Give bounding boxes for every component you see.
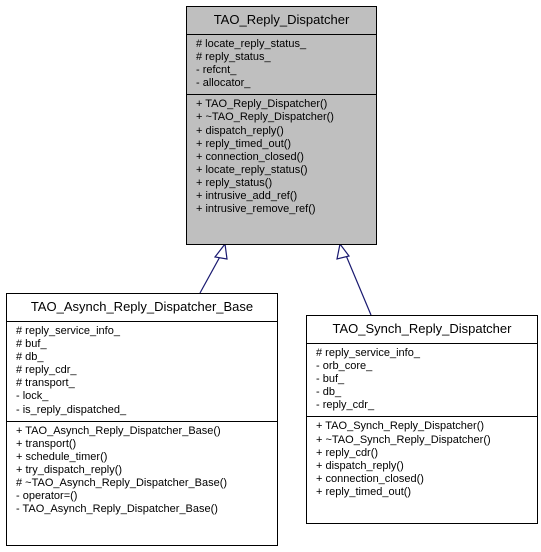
operation: - operator=() [16,490,78,503]
operation: # ~TAO_Asynch_Reply_Dispatcher_Base() [16,477,228,490]
attributes-section: # reply_service_info_ - orb_core_ - buf_… [307,344,537,418]
arrowhead-sync [336,242,351,260]
operation: + reply_status() [196,176,273,189]
operation: + TAO_Reply_Dispatcher() [196,98,328,111]
attribute: # transport_ [16,377,75,390]
attribute: # reply_service_info_ [16,325,120,337]
operation: + ~TAO_Reply_Dispatcher() [196,111,334,124]
attribute: # locate_reply_status_ [196,38,307,50]
attribute: - orb_core_ [316,360,373,373]
operation: + TAO_Synch_Reply_Dispatcher() [316,420,485,433]
operation: + connection_closed() [316,472,424,485]
arrowhead-async [213,242,228,260]
operation: + TAO_Asynch_Reply_Dispatcher_Base() [16,424,221,437]
operation: + transport() [16,437,77,450]
class-tao-reply-dispatcher[interactable]: TAO_Reply_Dispatcher # locate_reply_stat… [186,6,377,245]
operation: - TAO_Asynch_Reply_Dispatcher_Base() [16,503,218,516]
operations-section: + TAO_Asynch_Reply_Dispatcher_Base() + t… [7,422,277,521]
operation: + reply_timed_out() [196,137,292,150]
operation: + dispatch_reply() [196,124,284,137]
class-name: TAO_Asynch_Reply_Dispatcher_Base [7,294,277,322]
attribute: - reply_cdr_ [316,399,375,412]
attribute: - db_ [316,386,342,399]
class-name: TAO_Synch_Reply_Dispatcher [307,316,537,344]
attribute: - refcnt_ [196,64,237,77]
operation: + intrusive_remove_ref() [196,203,316,216]
operations-section: + TAO_Reply_Dispatcher() + ~TAO_Reply_Di… [187,95,376,220]
operation: + reply_timed_out() [316,485,412,498]
operation: + connection_closed() [196,150,304,163]
attribute: - lock_ [16,390,49,403]
attribute: - buf_ [316,373,345,386]
attributes-section: # locate_reply_status_ # reply_status_ -… [187,35,376,96]
class-tao-asynch-reply-dispatcher-base[interactable]: TAO_Asynch_Reply_Dispatcher_Base # reply… [6,293,278,546]
attribute: - is_reply_dispatched_ [16,403,127,416]
operation: + try_dispatch_reply() [16,463,123,476]
attribute: # reply_service_info_ [316,347,420,359]
class-name: TAO_Reply_Dispatcher [187,7,376,35]
edge-sync-to-base [344,252,372,316]
operation: + intrusive_add_ref() [196,190,298,203]
operations-section: + TAO_Synch_Reply_Dispatcher() + ~TAO_Sy… [307,417,537,503]
edge-async-to-base [199,252,223,294]
attributes-section: # reply_service_info_ # buf_ # db_ # rep… [7,322,277,422]
operation: + schedule_timer() [16,450,108,463]
attribute: # db_ [16,351,44,364]
attribute: - allocator_ [196,77,251,90]
attribute: # reply_cdr_ [16,364,77,377]
operation: + dispatch_reply() [316,459,404,472]
class-tao-synch-reply-dispatcher[interactable]: TAO_Synch_Reply_Dispatcher # reply_servi… [306,315,538,524]
attribute: # buf_ [16,338,47,351]
operation: + locate_reply_status() [196,163,308,176]
operation: + ~TAO_Synch_Reply_Dispatcher() [316,433,491,446]
attribute: # reply_status_ [196,51,271,64]
operation: + reply_cdr() [316,446,379,459]
